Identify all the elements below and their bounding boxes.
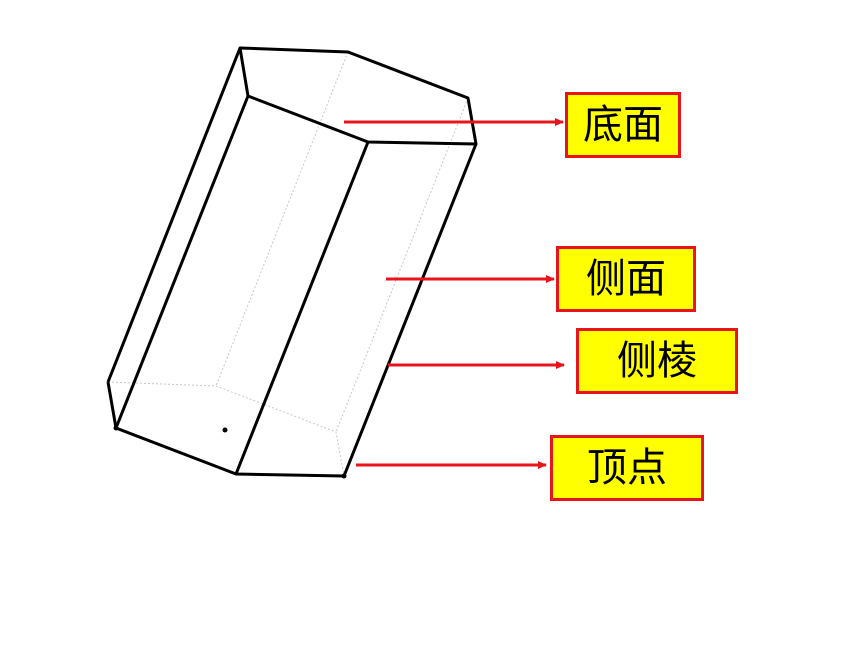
lateral-edge — [342, 143, 478, 477]
label-base: 底面 — [565, 92, 681, 158]
vertex-dot — [113, 425, 119, 431]
hidden-base-edges — [107, 381, 345, 477]
annotation-arrows — [344, 118, 565, 469]
lateral-edge — [106, 47, 242, 383]
visible-edges — [106, 46, 478, 478]
bottom-base-edges — [106, 381, 345, 478]
top-base-outline — [238, 46, 478, 146]
vertex-dot — [222, 427, 228, 433]
hidden-edges — [107, 47, 469, 477]
lateral-edge — [114, 95, 250, 429]
label-lateral-face: 侧面 — [556, 246, 696, 312]
hidden-lateral-edge — [215, 51, 349, 387]
lateral-edge — [234, 141, 370, 475]
label-lateral-edge: 侧棱 — [576, 328, 738, 394]
label-vertex: 顶点 — [550, 435, 704, 501]
hidden-lateral-edge — [335, 97, 469, 433]
vertex-dot — [341, 473, 347, 479]
